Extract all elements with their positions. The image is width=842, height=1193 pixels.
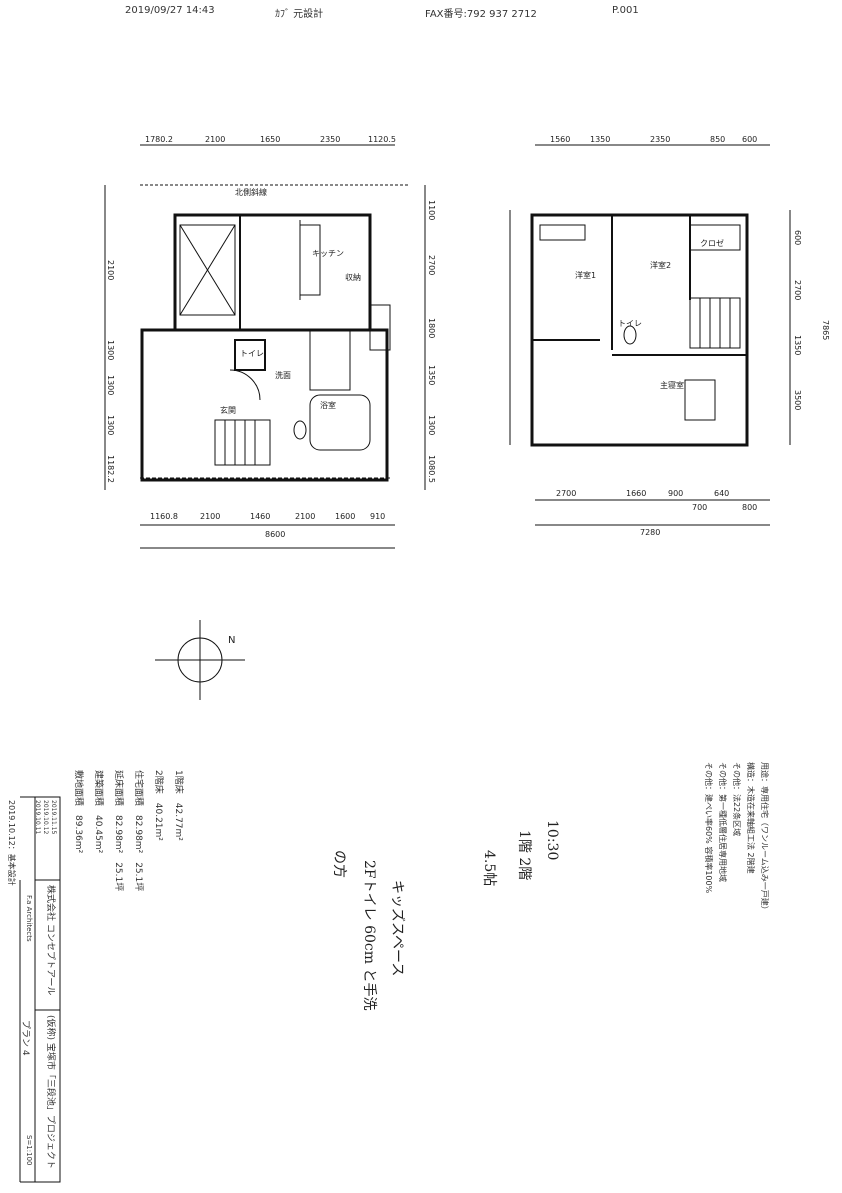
- spec-note: その他：建ぺい率60% 容積率100%: [704, 762, 713, 894]
- dim-label: 1350: [427, 365, 436, 386]
- dim-label: 2100: [205, 135, 226, 144]
- area-row: 1階床 42.77m²: [173, 770, 183, 841]
- area-row: 2階床 40.21m²: [153, 770, 163, 841]
- dim-label: 1300: [106, 375, 115, 396]
- area-row: 敷地面積 89.36m²: [73, 770, 83, 854]
- dim-label: 2350: [320, 135, 341, 144]
- room-label: トイレ: [240, 349, 264, 358]
- dim-label: 600: [742, 135, 758, 144]
- dim-label: 1100: [427, 200, 436, 221]
- dim-label: 1080.5: [427, 455, 436, 483]
- fax-number: FAX番号:792 937 2712: [425, 9, 537, 20]
- dim-label: 700: [692, 503, 708, 512]
- room-label: 収納: [345, 273, 361, 282]
- scale-label: S=1:100: [25, 1135, 33, 1166]
- dim-label: 1650: [260, 135, 281, 144]
- dim-label: 1300: [106, 340, 115, 361]
- spec-note: その他：法22条区域: [732, 762, 741, 837]
- dim-total: 8600: [265, 530, 286, 539]
- handwritten-note: 2Fトイレ 60cm と手洗: [361, 860, 377, 1011]
- spec-note: 用途：専用住宅（ワンルーム込み一戸建）: [760, 762, 769, 914]
- dim-label: 2700: [793, 280, 802, 301]
- room-label: 洋室2: [650, 261, 672, 270]
- room-label: 主寝室: [660, 381, 684, 390]
- handwritten-note: 10:30: [544, 820, 560, 861]
- dim-label: 1300: [106, 415, 115, 436]
- dim-label: 2100: [200, 512, 221, 521]
- room-label: 浴室: [320, 401, 336, 410]
- dim-label: 640: [714, 489, 730, 498]
- plan-name: プラン 4: [20, 1020, 30, 1056]
- dim-label: 1160.8: [150, 512, 178, 521]
- dim-label: 1460: [250, 512, 271, 521]
- dim-label: 2350: [650, 135, 671, 144]
- room-label: キッチン: [312, 249, 344, 258]
- dim-label: 3500: [793, 390, 802, 411]
- fax-sender: ｶﾌﾞ 元設計: [275, 9, 324, 20]
- dim-label: 1300: [427, 415, 436, 436]
- area-row: 延床面積 82.98m² 25.1坪: [113, 770, 123, 892]
- room-label: クロゼ: [700, 239, 724, 248]
- dim-label: 600: [793, 230, 802, 246]
- dim-label: 800: [742, 503, 758, 512]
- room-label: 洋室1: [575, 271, 597, 280]
- setback-note: 北側斜線: [235, 188, 267, 197]
- dim-label: 910: [370, 512, 386, 521]
- dim-label: 900: [668, 489, 684, 498]
- revision-date: 2019.10.11: [34, 800, 41, 835]
- dim-label: 1600: [335, 512, 356, 521]
- dim-label: 2700: [556, 489, 577, 498]
- handwritten-note: キッズスペース: [389, 880, 405, 977]
- north-label: N: [228, 635, 236, 646]
- spec-note: 構造：木造在来軸組工法 2階建: [746, 762, 755, 874]
- revision-date: 2019.11.15: [50, 800, 57, 835]
- company-name: 株式会社 コンセプトアール: [45, 885, 55, 996]
- dim-label: 1780.2: [145, 135, 173, 144]
- dim-total: 7280: [640, 528, 661, 537]
- room-label: 洗面: [275, 371, 291, 380]
- dim-label: 2700: [427, 255, 436, 276]
- dim-label: 850: [710, 135, 726, 144]
- handwritten-note: 1階 2階: [516, 830, 532, 881]
- handwritten-note: の方: [331, 850, 347, 878]
- dim-label: 1120.5: [368, 135, 396, 144]
- dim-label: 1800: [427, 318, 436, 339]
- architect-name: F.a Architects: [25, 895, 33, 942]
- dim-total: 7865: [821, 320, 830, 341]
- room-label: トイレ: [618, 319, 642, 328]
- dim-label: 1350: [793, 335, 802, 356]
- dim-label: 1660: [626, 489, 647, 498]
- project-name: (仮称) 宝塚市「三段池」プロジェクト: [45, 1015, 55, 1169]
- dim-label: 1182.2: [106, 455, 115, 483]
- dim-label: 2100: [106, 260, 115, 281]
- handwritten-note: 4.5帖: [481, 850, 497, 887]
- room-label: 玄関: [220, 406, 236, 415]
- design-date: 2019.10.12：基本設計: [7, 800, 16, 886]
- fax-datetime: 2019/09/27 14:43: [125, 5, 215, 16]
- dim-label: 2100: [295, 512, 316, 521]
- area-row: 住宅面積 82.98m² 25.1坪: [133, 770, 143, 892]
- spec-note: その他：第一種低層住居専用地域: [718, 762, 727, 882]
- dim-label: 1350: [590, 135, 611, 144]
- fax-page-number: P.001: [612, 5, 639, 16]
- revision-date: 2019.10.12: [42, 800, 49, 835]
- area-row: 建築面積 40.45m²: [93, 770, 103, 854]
- dim-label: 1560: [550, 135, 571, 144]
